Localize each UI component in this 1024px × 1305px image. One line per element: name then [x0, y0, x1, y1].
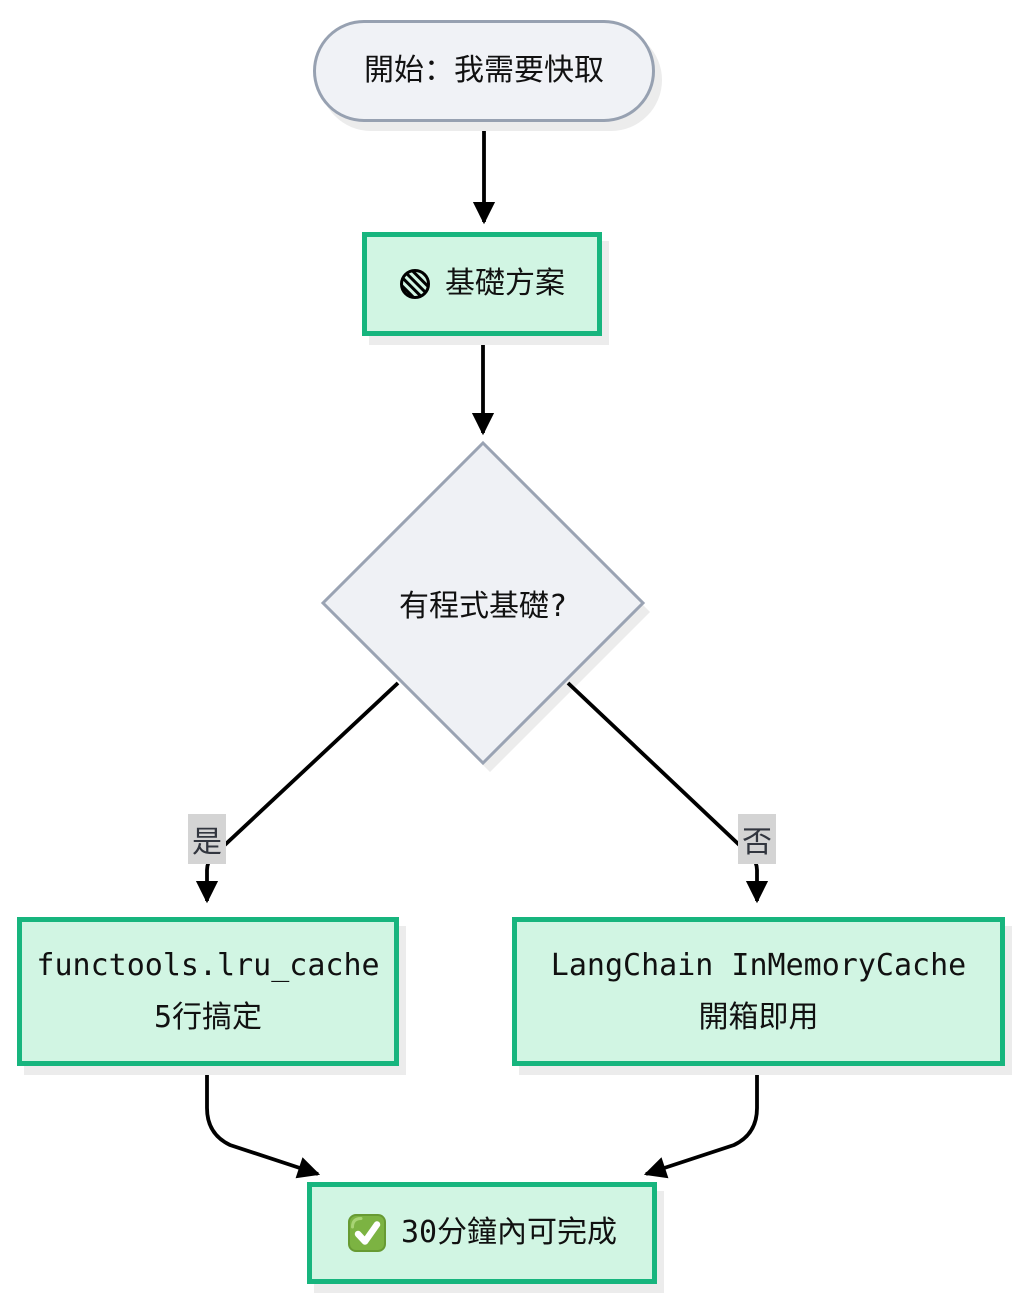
edge-label-yes: 是: [188, 814, 226, 864]
basic-plan-label: 基礎方案: [445, 266, 565, 301]
decision-node: 有程式基礎?: [323, 443, 643, 763]
edge-no-to-done: [643, 1068, 759, 1179]
langchain-node-line1: LangChain InMemoryCache: [550, 947, 967, 983]
edge-label-no-text: 否: [742, 825, 772, 860]
edge-yes-to-done: [205, 1068, 321, 1179]
functools-lru-cache-node: functools.lru_cache 5行搞定: [17, 917, 399, 1066]
check-mark-icon: [347, 1214, 386, 1252]
start-node-label: 開始：我需要快取: [364, 53, 604, 88]
functools-node-line1: functools.lru_cache: [36, 947, 380, 983]
decision-diamond: [320, 440, 646, 766]
langchain-node-line2: 開箱即用: [698, 999, 819, 1035]
start-node: 開始：我需要快取: [313, 20, 655, 122]
decision-node-label: 有程式基礎?: [398, 589, 568, 624]
done-node-label: 30分鐘內可完成: [400, 1215, 618, 1250]
done-node: 30分鐘內可完成: [307, 1182, 657, 1284]
langchain-inmemorycache-node: LangChain InMemoryCache 開箱即用: [512, 917, 1005, 1066]
edge-label-no: 否: [738, 814, 776, 864]
hatched-circle-target-icon: [400, 269, 430, 299]
functools-node-line2: 5行搞定: [153, 999, 263, 1035]
edge-label-yes-text: 是: [192, 825, 222, 860]
basic-plan-node: 基礎方案: [362, 232, 602, 336]
